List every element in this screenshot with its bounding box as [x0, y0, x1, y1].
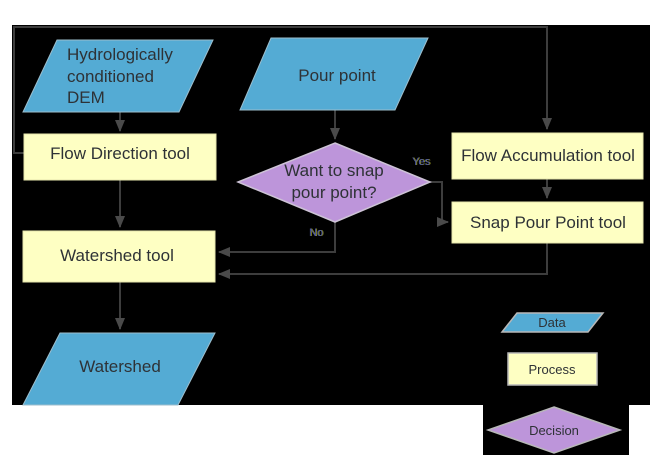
no-label: No — [309, 227, 323, 239]
edge-flow-direction-to-flow-accumulation — [13, 26, 552, 154]
snap-pour-point-label: Snap Pour Point tool — [470, 213, 626, 232]
yes-label: Yes — [412, 156, 430, 168]
dem-label-line2: conditioned — [67, 67, 154, 86]
edge-decision-yes-to-snap — [430, 181, 449, 227]
decision-label-line2: pour point? — [291, 183, 376, 202]
yes-label-shadow: Yes — [413, 156, 431, 168]
decision-label-line1: Want to snap — [284, 161, 384, 180]
node-snap-pour-point-box — [451, 201, 644, 244]
pour-point-label: Pour point — [298, 66, 376, 85]
legend-process-box — [507, 352, 598, 386]
node-pour-point-parallelogram — [239, 37, 429, 111]
edge-decision-no-to-watershed-tool — [218, 222, 336, 257]
node-watershed-tool-box — [22, 230, 216, 283]
dem-label-line1: Hydrologically — [67, 45, 173, 64]
legend-decision-label: Decision — [529, 423, 579, 438]
no-label-shadow: No — [310, 227, 324, 239]
node-dem-parallelogram — [22, 39, 214, 113]
watershed-tool-label: Watershed tool — [60, 246, 174, 265]
legend-data-parallelogram — [500, 312, 605, 333]
node-flow-direction-box — [23, 133, 217, 181]
legend-process-label: Process — [529, 362, 576, 377]
legend-decision-diamond — [485, 406, 623, 454]
flow-accumulation-label: Flow Accumulation tool — [461, 146, 635, 165]
node-flow-accumulation-box — [451, 132, 644, 180]
watershed-label: Watershed — [79, 357, 161, 376]
node-decision-diamond — [236, 142, 432, 223]
edge-snap-to-watershed-tool — [218, 243, 548, 279]
legend-data-label: Data — [538, 315, 566, 330]
node-watershed-parallelogram — [22, 332, 216, 406]
flow-direction-label: Flow Direction tool — [50, 144, 190, 163]
dem-label-line3: DEM — [67, 88, 105, 107]
